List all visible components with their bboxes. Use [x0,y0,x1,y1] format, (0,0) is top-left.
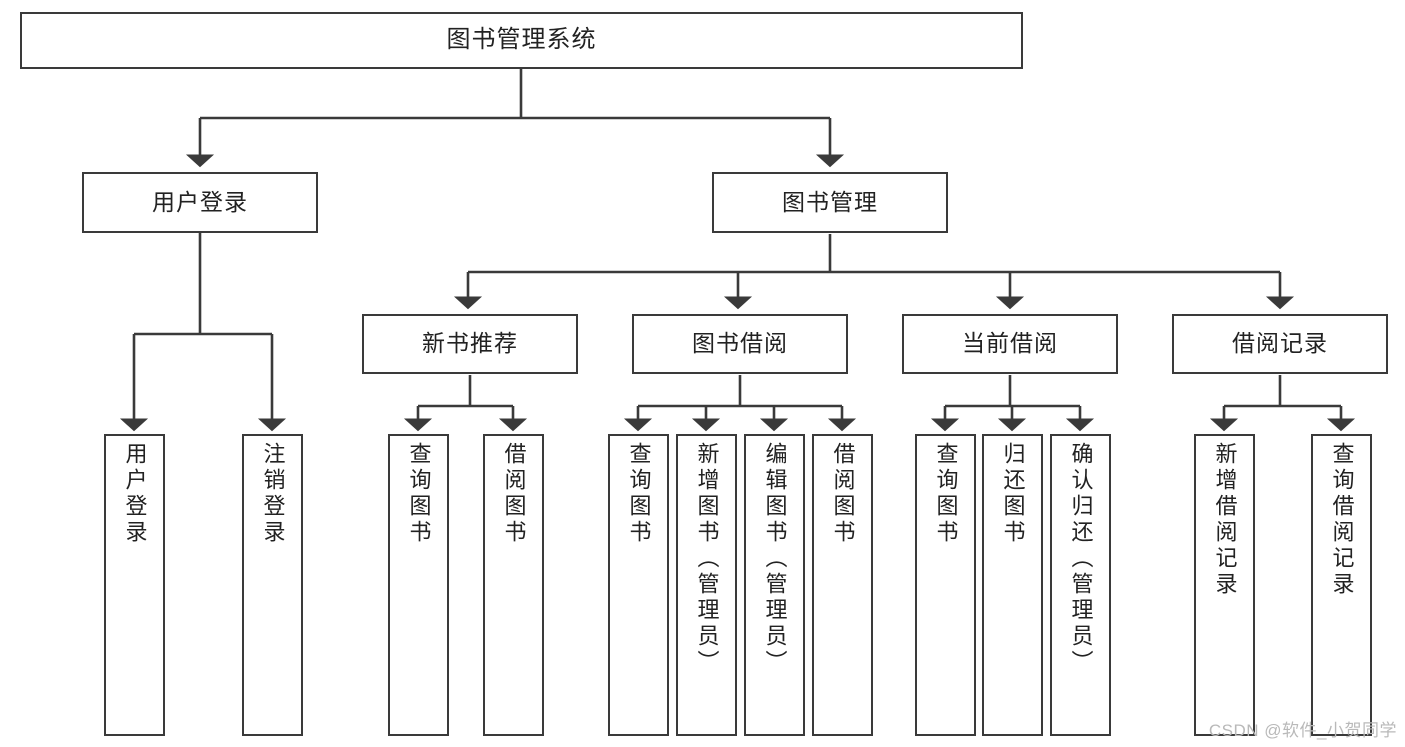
node-label: 借阅记录 [1232,330,1328,357]
node-label: 查询图书 [406,442,432,546]
node-label: 归还图书 [1000,442,1026,546]
node-label: 借阅图书 [501,442,527,546]
node-label: 用户登录 [152,188,248,215]
node-label: 用户登录 [122,442,148,546]
node-leaf-confirm-return[interactable]: 确认归还（管理员） [1050,434,1111,736]
node-label: 注销登录 [260,442,286,546]
node-leaf-query-book-1[interactable]: 查询图书 [388,434,449,736]
node-label: 查询图书 [626,442,652,546]
node-label: 新书推荐 [422,330,518,357]
node-label: 图书借阅 [692,330,788,357]
node-leaf-add-book[interactable]: 新增图书（管理员） [676,434,737,736]
node-leaf-logout-login[interactable]: 注销登录 [242,434,303,736]
node-label: 编辑图书（管理员） [762,442,788,676]
node-label: 确认归还（管理员） [1068,442,1094,676]
node-leaf-borrow-book-2[interactable]: 借阅图书 [812,434,873,736]
node-leaf-query-borrow-record[interactable]: 查询借阅记录 [1311,434,1372,736]
node-user-login[interactable]: 用户登录 [82,172,318,233]
node-leaf-add-borrow-record[interactable]: 新增借阅记录 [1194,434,1255,736]
node-leaf-edit-book[interactable]: 编辑图书（管理员） [744,434,805,736]
node-book-management[interactable]: 图书管理 [712,172,948,233]
node-label: 当前借阅 [962,330,1058,357]
node-leaf-query-book-3[interactable]: 查询图书 [915,434,976,736]
node-label: 图书管理 [782,188,878,215]
node-leaf-user-login[interactable]: 用户登录 [104,434,165,736]
node-label: 新增图书（管理员） [694,442,720,676]
node-label: 新增借阅记录 [1212,442,1238,598]
node-book-borrow[interactable]: 图书借阅 [632,314,848,374]
node-current-borrow[interactable]: 当前借阅 [902,314,1118,374]
node-root-system[interactable]: 图书管理系统 [20,12,1023,69]
node-label: 查询图书 [933,442,959,546]
node-label: 借阅图书 [830,442,856,546]
csdn-watermark: CSDN @软件_小贺同学 [1208,721,1397,740]
node-borrow-record[interactable]: 借阅记录 [1172,314,1388,374]
node-leaf-return-book[interactable]: 归还图书 [982,434,1043,736]
node-label: 查询借阅记录 [1329,442,1355,598]
node-leaf-query-book-2[interactable]: 查询图书 [608,434,669,736]
node-label: 图书管理系统 [446,26,597,54]
node-new-book-recommend[interactable]: 新书推荐 [362,314,578,374]
node-leaf-borrow-book-1[interactable]: 借阅图书 [483,434,544,736]
